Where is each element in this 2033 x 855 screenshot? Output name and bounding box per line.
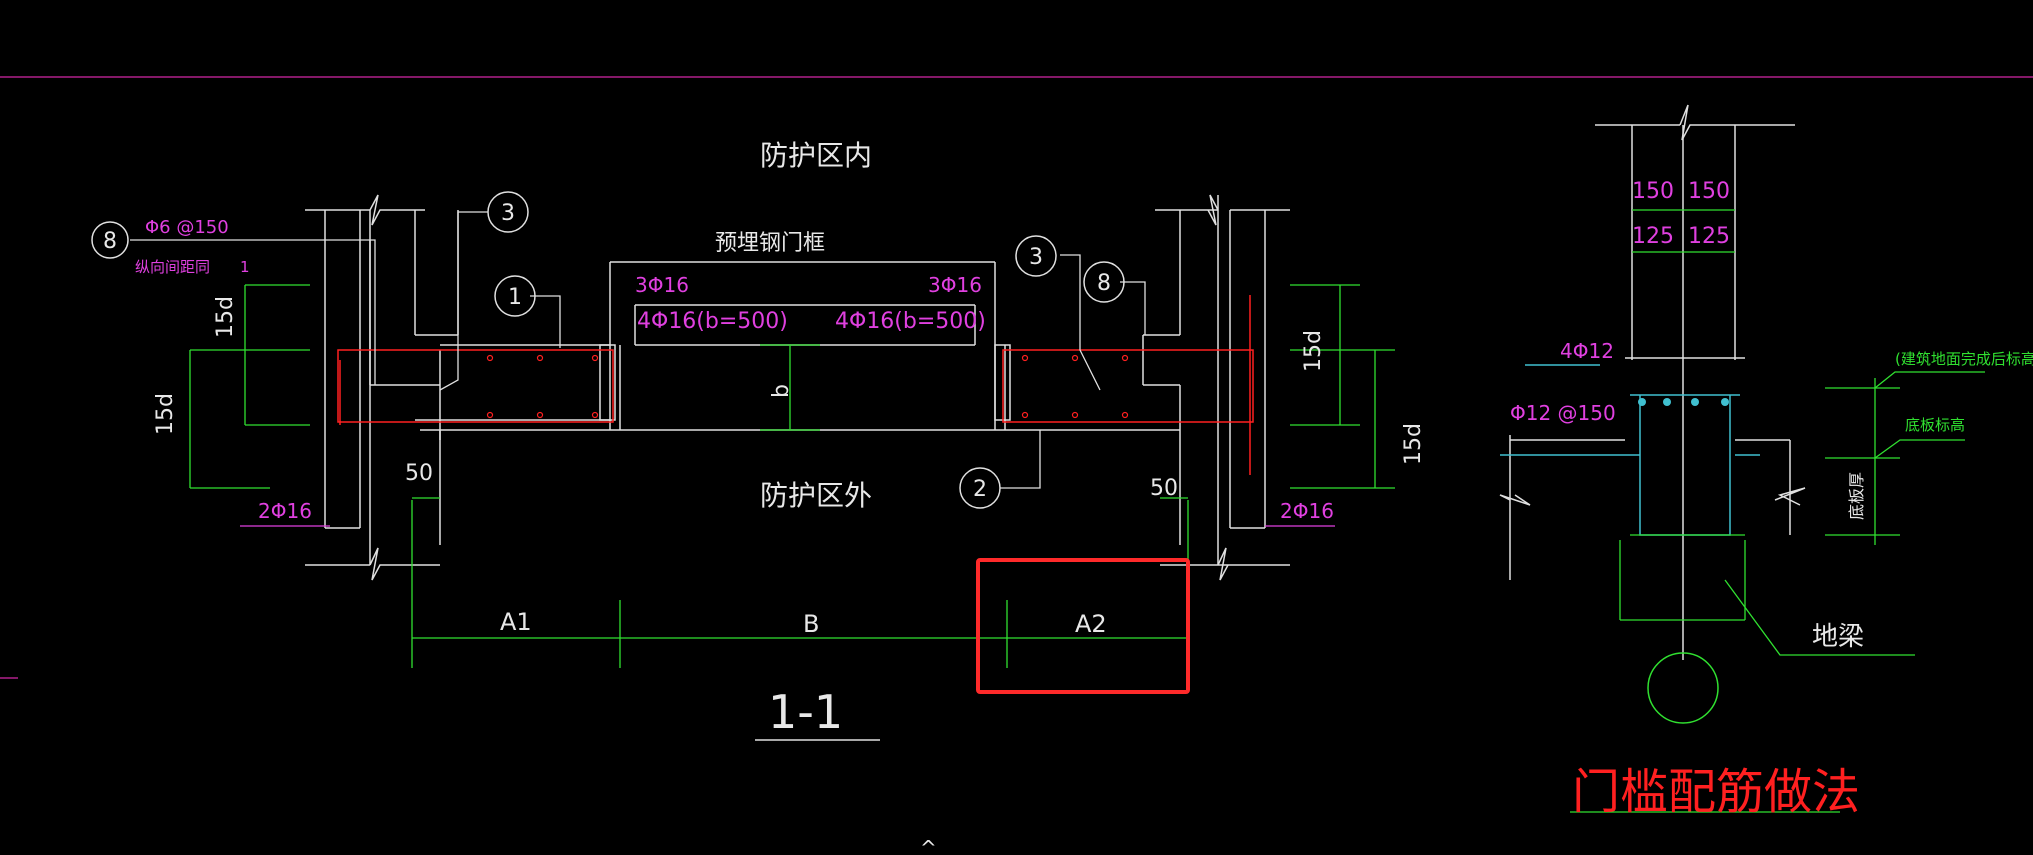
- bottom-edge-mark: ^: [920, 836, 937, 855]
- dim-b: b: [769, 384, 794, 398]
- dim-50-left: 50: [405, 461, 433, 486]
- dim-15d-right-inner: 15d: [1301, 330, 1326, 372]
- top-bars-4phi12: 4Φ12: [1560, 339, 1614, 363]
- dim-A2: A2: [1075, 610, 1107, 638]
- slab-thickness-note: 底板厚: [1847, 472, 1866, 520]
- dim-15d-right-outer: 15d: [1401, 423, 1426, 465]
- callout-markers: [91, 191, 1125, 509]
- dim-A1: A1: [500, 608, 532, 636]
- inside-zone-label: 防护区内: [760, 139, 872, 172]
- right-top-bars: 3Φ16: [928, 273, 982, 297]
- left-stirrup-spec: Φ6 @150: [145, 217, 229, 238]
- callout-8-left: 8: [103, 229, 117, 254]
- dim-B: B: [803, 610, 819, 638]
- dim-15d-left-inner: 15d: [213, 296, 238, 338]
- rebar-dots: [486, 354, 1129, 419]
- left-stirrup-note: 纵向间距同: [135, 258, 210, 276]
- leader-lines: [130, 211, 1335, 527]
- right-2phi16: 2Φ16: [1280, 499, 1334, 523]
- section-mark: 1-1: [768, 685, 843, 739]
- callout-1: 1: [508, 285, 522, 310]
- stirrups-phi12-150: Φ12 @150: [1510, 401, 1616, 425]
- right-bars-b500: 4Φ16(b=500): [835, 309, 986, 334]
- dim-50-right: 50: [1150, 476, 1178, 501]
- left-2phi16: 2Φ16: [258, 499, 312, 523]
- left-bars-b500: 4Φ16(b=500): [637, 309, 788, 334]
- dim-125-right: 125: [1688, 224, 1730, 249]
- callout-labels: 8 3 1 3 8 2: [103, 201, 1111, 502]
- threshold-detail: [1499, 104, 1806, 660]
- left-top-bars: 3Φ16: [635, 273, 689, 297]
- highlight-box-A2[interactable]: [976, 558, 1190, 694]
- embedded-frame-label: 预埋钢门框: [715, 231, 825, 256]
- left-stirrup-note-2: 1: [240, 258, 250, 276]
- threshold-dims: [1570, 209, 1985, 813]
- floor-elevation-note: (建筑地面完成后标高): [1895, 350, 2033, 368]
- beam-rebar-outline: [337, 295, 1254, 475]
- dim-150-left: 150: [1632, 179, 1674, 204]
- ground-beam-label: 地梁: [1812, 622, 1864, 652]
- callout-3-left: 3: [501, 201, 515, 226]
- dim-150-right: 150: [1688, 179, 1730, 204]
- callout-3-right: 3: [1029, 245, 1043, 270]
- detail-title: 门槛配筋做法: [1572, 764, 1860, 820]
- slab-elevation-note: 底板标高: [1905, 416, 1965, 434]
- outside-zone-label: 防护区外: [760, 479, 872, 512]
- ground-beam-section-symbol: [1647, 652, 1719, 724]
- dim-15d-left-outer: 15d: [153, 393, 178, 435]
- callout-8-right: 8: [1097, 271, 1111, 296]
- callout-2: 2: [973, 477, 987, 502]
- dim-125-left: 125: [1632, 224, 1674, 249]
- threshold-bar-dots: [1638, 398, 1729, 406]
